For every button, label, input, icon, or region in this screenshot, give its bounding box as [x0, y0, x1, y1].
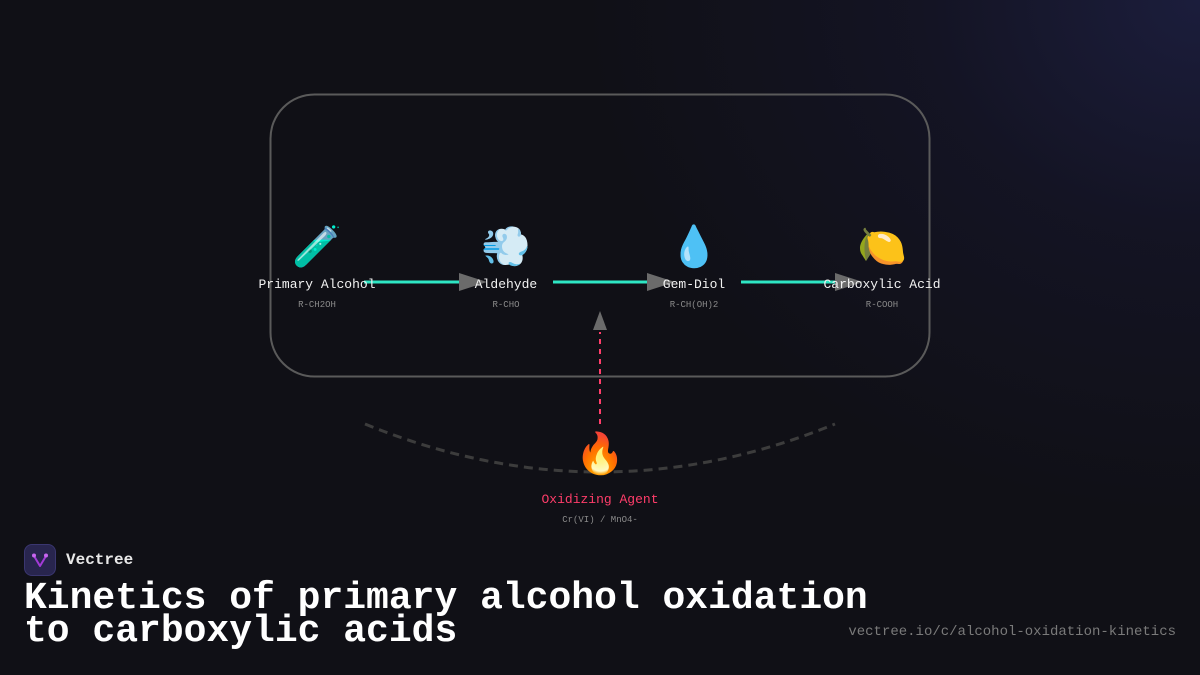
node-formula: R-CH(OH)2 [669, 300, 719, 310]
vectree-logo-icon [24, 544, 56, 576]
fire-icon: 🔥 [575, 431, 625, 477]
title-line-2: to carboxylic acids [24, 610, 458, 653]
arrowhead-1 [459, 273, 487, 291]
page-title: Kinetics of primary alcohol oxidation to… [24, 580, 868, 651]
node-label: Gem-Diol [662, 277, 726, 292]
process-frame [269, 93, 931, 378]
node-label: Carboxylic Acid [823, 277, 941, 292]
source-url: vectree.io/c/alcohol-oxidation-kinetics [848, 624, 1176, 640]
test-tube-icon: 🧪 [292, 224, 342, 270]
catalysis-arc [364, 422, 836, 474]
node-formula: R-CHO [492, 300, 520, 310]
node-primary-alcohol: 🧪 Primary Alcohol R-CH2OH [258, 225, 375, 310]
node-gem-diol: 💧 Gem-Diol R-CH(OH)2 [663, 225, 725, 310]
brand: Vectree [24, 544, 133, 576]
node-oxidizing-agent: 🔥 Oxidizing Agent Cr(VI) / MnO4- [541, 432, 658, 525]
node-carboxylic-acid: 🍋 Carboxylic Acid R-COOH [823, 225, 940, 310]
node-formula: R-CH2OH [298, 300, 336, 310]
agent-arrowhead [593, 311, 607, 330]
node-aldehyde: 💨 Aldehyde R-CHO [475, 225, 537, 310]
arrowhead-3 [835, 273, 863, 291]
node-label: Primary Alcohol [258, 277, 376, 292]
brand-name: Vectree [66, 551, 134, 569]
dash-cloud-icon: 💨 [481, 224, 531, 270]
title-line-1: Kinetics of primary alcohol oxidation [24, 577, 868, 620]
node-label: Aldehyde [474, 277, 538, 292]
agent-label: Oxidizing Agent [541, 492, 659, 507]
water-drop-icon: 💧 [669, 224, 719, 270]
agent-formula: Cr(VI) / MnO4- [562, 515, 638, 525]
arrowhead-2 [647, 273, 675, 291]
node-formula: R-COOH [865, 300, 899, 310]
lemon-icon: 🍋 [857, 224, 907, 270]
